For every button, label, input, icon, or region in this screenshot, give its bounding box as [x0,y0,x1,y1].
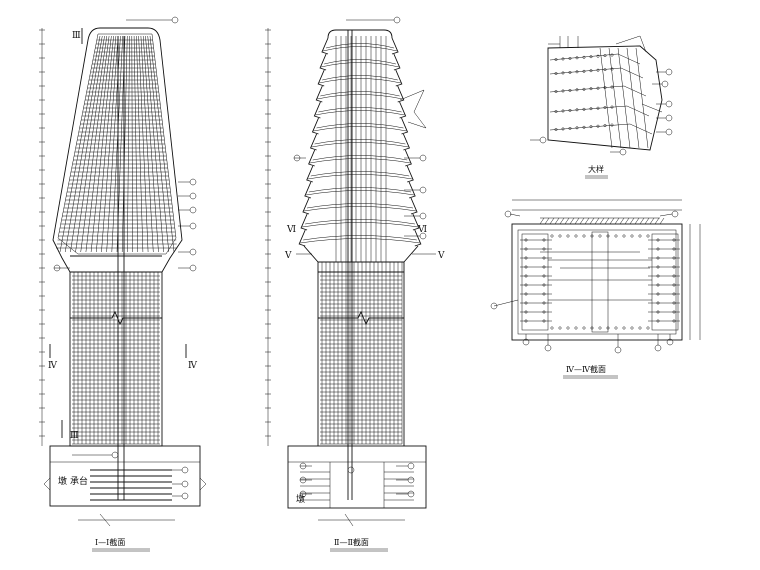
footing2-label: 墩 [296,493,305,505]
dimension-ticks-left [39,29,45,437]
pier-section-1: 墩 承台 Ⅲ Ⅲ Ⅳ Ⅳ Ⅰ—Ⅰ截面 [39,16,207,552]
footing-2 [287,445,427,509]
cut-mark-vi-right: Ⅵ [417,225,427,235]
footing-label-right: 承台 [70,475,88,487]
pier-section-2: 墩 Ⅵ Ⅵ Ⅴ Ⅴ Ⅱ—Ⅱ截面 [265,16,445,552]
section-iv-rebars [490,210,680,354]
detail-view: 大样 [530,35,673,179]
cut-mark-v-left: Ⅴ [284,251,292,261]
caption-detail: 大样 [588,164,604,174]
rebar-grid-1 [56,35,178,501]
rebar-callouts-2 [293,16,427,498]
footing-1 [49,445,201,507]
caption-section-1: Ⅰ—Ⅰ截面 [95,537,125,547]
footing-label-left: 墩 [58,475,67,487]
cut-mark-iv-left: Ⅳ [48,361,58,371]
dimension-ticks-middle [265,29,271,437]
section-iv: Ⅳ—Ⅳ截面 [490,199,701,379]
caption-section-2: Ⅱ—Ⅱ截面 [334,537,369,547]
rebar-callouts-1 [53,16,197,500]
cut-mark-iii-top: Ⅲ [72,31,81,41]
rebar-grid-2 [300,30,414,501]
detail-body [530,35,673,156]
stepped-outline [298,29,422,272]
caption-section-4: Ⅳ—Ⅳ截面 [566,364,606,374]
cut-mark-iii-bottom: Ⅲ [70,431,79,441]
cut-mark-iv-right: Ⅳ [188,361,198,371]
cut-mark-v-right: Ⅴ [437,251,445,261]
cut-mark-vi-left: Ⅵ [286,225,296,235]
section-iv-outline [511,223,683,341]
